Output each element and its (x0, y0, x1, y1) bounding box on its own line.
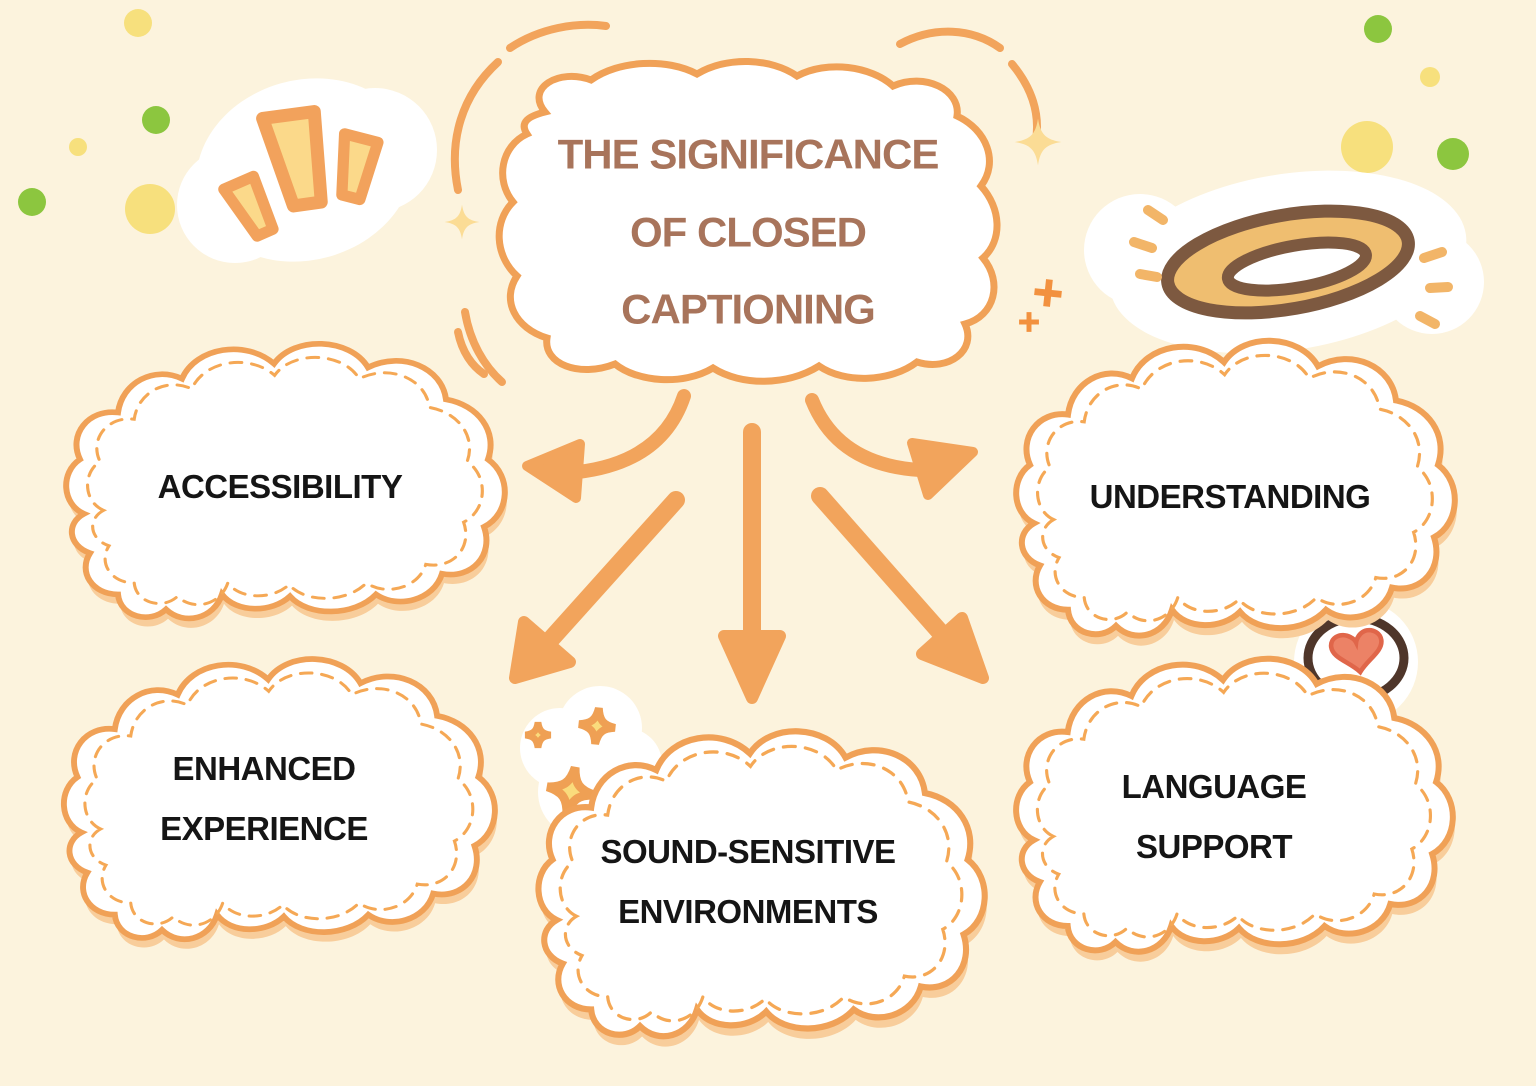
page-title: THE SIGNIFICANCE OF CLOSED CAPTIONING (557, 130, 940, 333)
arrow-to-sound-sensitive (718, 423, 786, 704)
green-dot (1364, 15, 1392, 43)
sparkle-diamond-icon (444, 204, 480, 240)
confetti-dots (18, 9, 1469, 234)
node-label-language-support: LANGUAGE SUPPORT (1121, 767, 1307, 865)
yellow-dot (69, 138, 87, 156)
node-label-sound-sensitive-environments: SOUND-SENSITIVE ENVIRONMENTS (600, 832, 896, 930)
arrow-to-understanding (805, 393, 978, 500)
title-accent-arcs (450, 20, 1041, 386)
yellow-dot (124, 9, 152, 37)
arrow-to-language-support (811, 487, 989, 684)
donut-dashes (1129, 205, 1453, 329)
green-dot (1437, 138, 1469, 170)
yellow-dot (1420, 67, 1440, 87)
heart-icon (1328, 627, 1384, 676)
yellow-dot (1341, 121, 1393, 173)
arrow-to-accessibility (522, 389, 691, 503)
sparkle-diamond-icon (1014, 118, 1062, 166)
arrow-to-enhanced-experience (509, 491, 685, 684)
node-label-enhanced-experience: ENHANCED EXPERIENCE (160, 749, 368, 847)
node-label-accessibility: ACCESSIBILITY (157, 467, 403, 505)
green-dot (142, 106, 170, 134)
connector-arrows (509, 389, 989, 704)
donut-sticker-icon (1084, 170, 1484, 354)
plus-sparkle-icon (1033, 278, 1063, 308)
yellow-dot (125, 184, 175, 234)
title-bubble (495, 57, 1001, 385)
green-dot (18, 188, 46, 216)
croissant-sticker-icon (177, 78, 437, 263)
node-label-understanding: UNDERSTANDING (1089, 477, 1371, 515)
